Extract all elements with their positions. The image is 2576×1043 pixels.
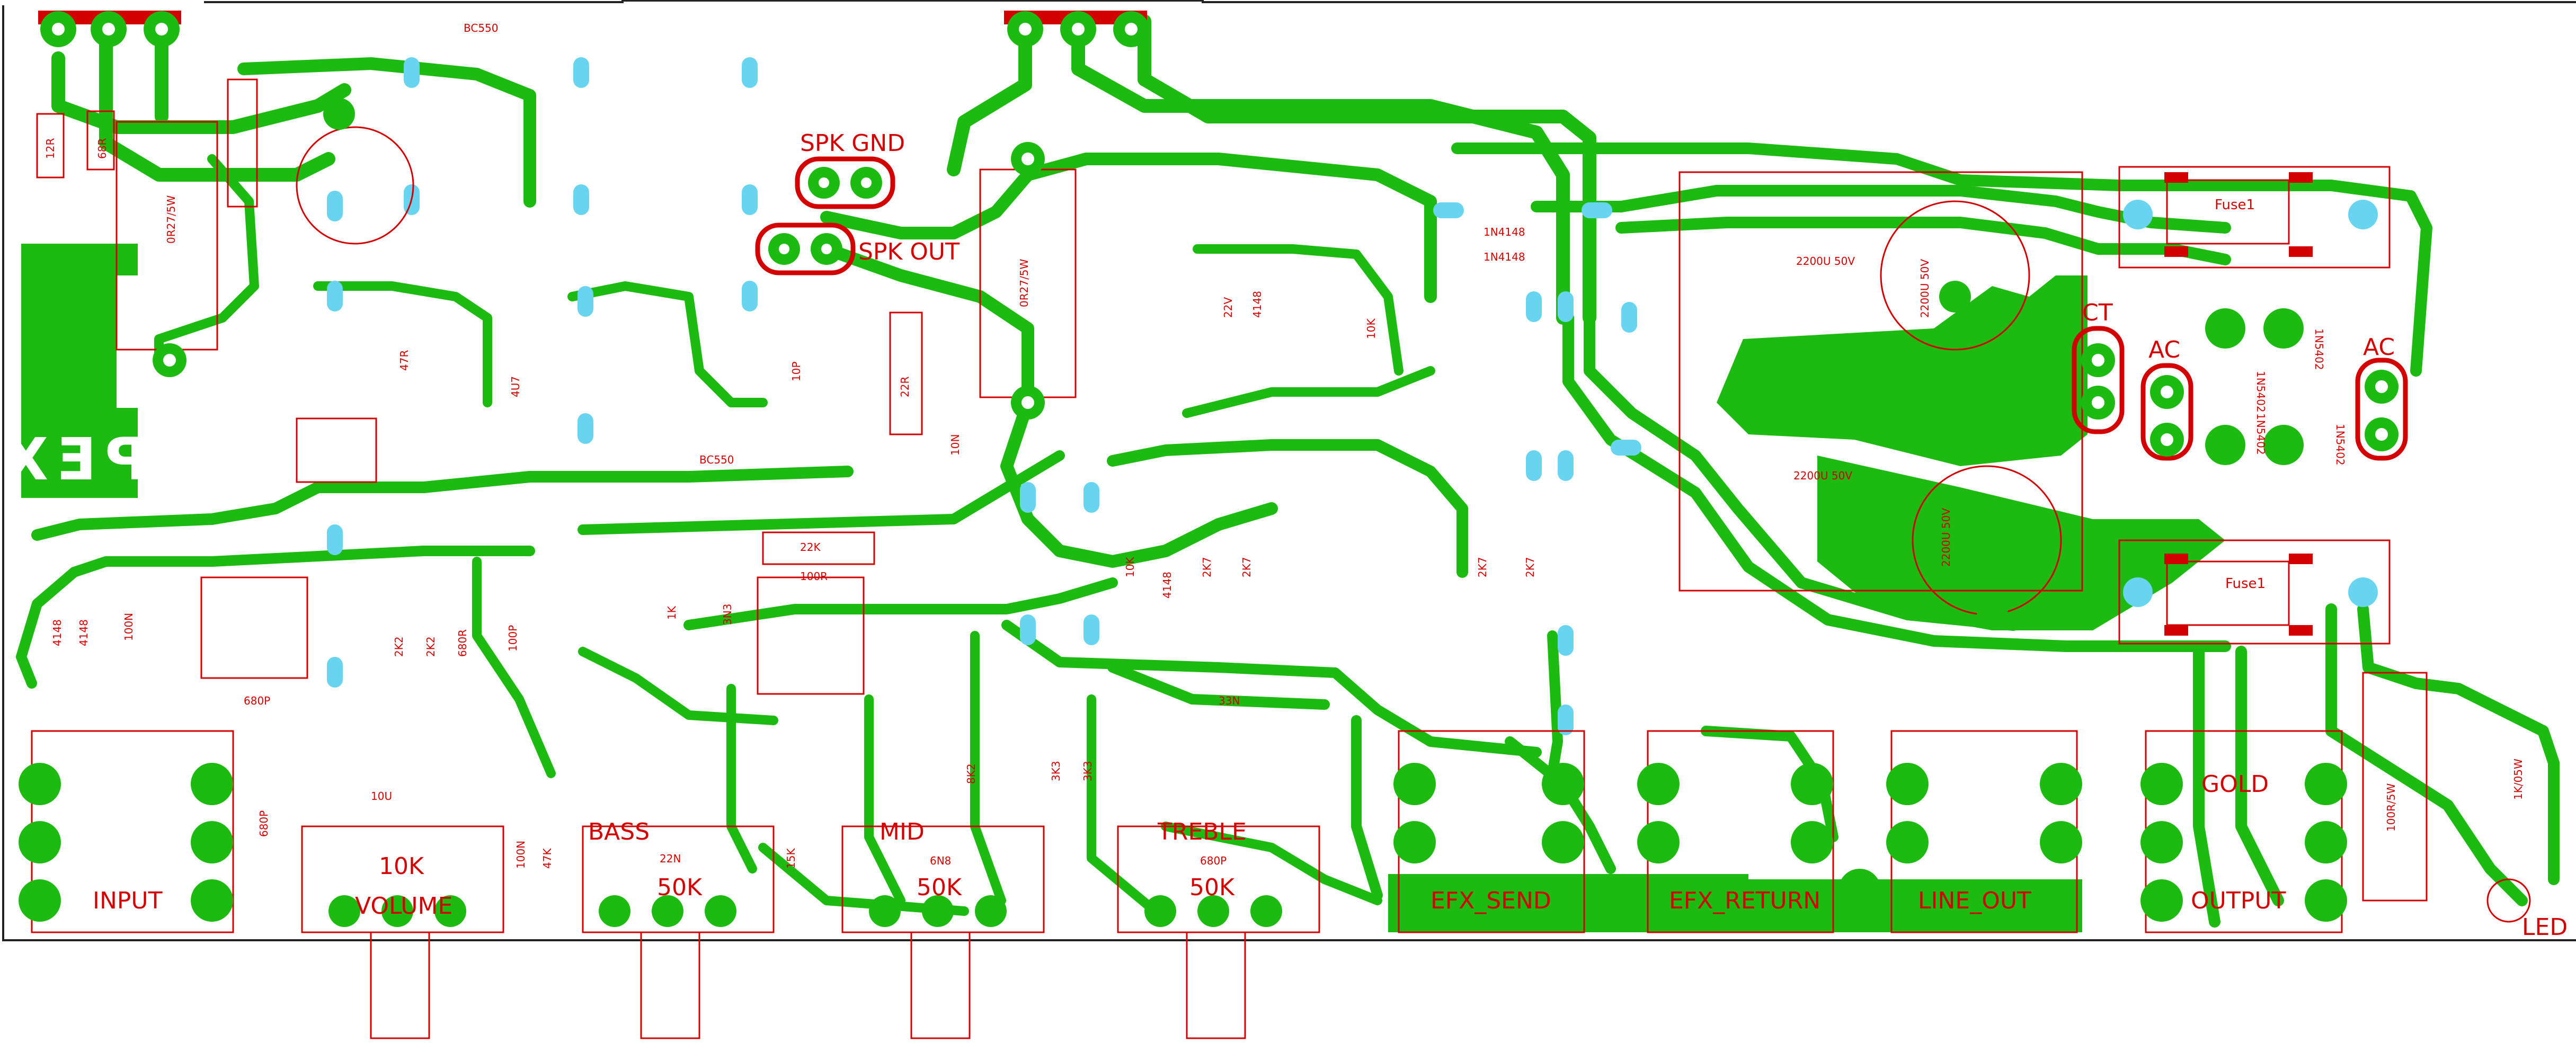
comp-2k7d: 2K7	[1524, 557, 1536, 577]
pot-volume-value: 10K	[379, 853, 424, 880]
label-line-out: LINE_OUT	[1918, 887, 2031, 914]
label-spk-out: SPK OUT	[858, 238, 960, 265]
comp-10k: 10K	[1365, 318, 1378, 339]
comp-22v: 22V	[1222, 297, 1234, 318]
comp-47r: 47R	[398, 350, 411, 371]
comp-cap1: 2200U 50V	[1796, 255, 1855, 268]
comp-0r27: 0R27/5W	[165, 195, 177, 244]
comp-1n4148b: 1N4148	[1484, 251, 1525, 263]
label-volume: VOLUME	[355, 893, 452, 920]
comp-22k: 22K	[800, 541, 821, 554]
comp-10u: 10U	[371, 790, 392, 803]
top-connectors	[38, 11, 1149, 47]
comp-cap3: 2200U 50V	[1793, 469, 1852, 482]
label-bass: BASS	[588, 818, 650, 845]
vias	[327, 57, 2378, 735]
copper-pours	[21, 244, 2225, 932]
component-values: 12R 68R 0R27/5W 0R27/5W BC550 BC550 22N …	[44, 22, 2525, 869]
pot-bass-value: 50K	[657, 874, 703, 901]
label-ac-left: AC	[2148, 336, 2180, 363]
comp-3n3: 3N3	[721, 604, 734, 625]
comp-15k: 15K	[785, 848, 797, 869]
comp-3k3: 3K3	[1050, 761, 1062, 781]
label-efx-send: EFX_SEND	[1431, 887, 1551, 914]
comp-22n: 22N	[660, 852, 681, 865]
comp-br4: 1N5402	[2334, 424, 2347, 466]
comp-22r: 22R	[899, 377, 911, 397]
pot-treble-value: 50K	[1189, 874, 1235, 901]
comp-2k2b: 2K2	[424, 636, 437, 657]
label-spk-gnd: SPK GND	[800, 130, 905, 157]
comp-100n: 100N	[122, 613, 135, 641]
label-ct: CT	[2082, 299, 2113, 326]
comp-12r: 12R	[44, 138, 57, 159]
comp-2k2: 2K2	[393, 636, 405, 657]
board-outline	[2, 0, 2576, 941]
comp-4148c: 4148	[51, 619, 64, 646]
comp-br1: 1N5402	[2254, 371, 2267, 413]
comp-2k7: 2K7	[1201, 557, 1213, 577]
label-mid: MID	[880, 818, 925, 845]
label-efx-return: EFX_RETURN	[1669, 887, 1820, 914]
comp-br2: 1N5402	[2313, 328, 2325, 370]
comp-68r: 68R	[96, 138, 109, 159]
comp-10p: 10P	[790, 361, 803, 381]
comp-bc550: BC550	[464, 22, 499, 34]
comp-100r5w: 100R/5W	[2385, 783, 2397, 832]
comp-680p-b: 680P	[244, 694, 270, 707]
comp-10kb: 10K	[1124, 557, 1136, 577]
comp-4148b: 4148	[1161, 572, 1174, 599]
logo-text: APEX	[0, 425, 201, 493]
comp-cap4: 2200U 50V	[1940, 508, 1952, 567]
comp-100r: 100R	[800, 570, 828, 583]
comp-br3: 1N5402	[2254, 413, 2267, 455]
label-input: INPUT	[93, 887, 163, 914]
comp-1k05w: 1K/05W	[2512, 759, 2525, 800]
comp-680p: 680P	[1200, 854, 1227, 867]
copper-traces	[16, 14, 2560, 928]
comp-bc550b: BC550	[699, 453, 734, 466]
label-led: LED	[2522, 914, 2568, 941]
comp-cap2: 2200U 50V	[1918, 259, 1931, 318]
comp-0r27b: 0R27/5W	[1018, 258, 1031, 307]
comp-47k: 47K	[541, 848, 554, 869]
comp-33n: 33N	[1219, 694, 1240, 707]
comp-4148d: 4148	[77, 619, 90, 646]
component-footprints	[36, 78, 2428, 902]
label-fuse-top: Fuse1	[2215, 197, 2255, 213]
comp-100n-b: 100N	[514, 841, 527, 869]
comp-4148: 4148	[1251, 291, 1264, 318]
comp-8k2: 8K2	[965, 763, 978, 784]
comp-680p-c: 680P	[257, 810, 270, 837]
label-ac-right: AC	[2363, 334, 2395, 361]
comp-4u7: 4U7	[509, 376, 522, 397]
comp-6n8: 6N8	[930, 854, 951, 867]
label-gold: GOLD	[2201, 771, 2269, 798]
comp-3k3b: 3K3	[1081, 761, 1094, 781]
label-output: OUTPUT	[2191, 887, 2286, 914]
comp-1n4148: 1N4148	[1484, 226, 1525, 238]
apex-logo: APEX	[0, 425, 201, 493]
comp-1k: 1K	[665, 605, 678, 620]
comp-2k7b: 2K7	[1240, 557, 1253, 577]
bottom-jacks	[19, 730, 2531, 1039]
comp-680r: 680R	[456, 629, 469, 657]
comp-2k7c: 2K7	[1476, 557, 1489, 577]
pot-mid-value: 50K	[917, 874, 962, 901]
label-treble: TREBLE	[1157, 818, 1247, 845]
comp-100p: 100P	[507, 625, 519, 652]
comp-10n: 10N	[949, 434, 962, 456]
label-fuse-bottom: Fuse1	[2225, 576, 2266, 592]
silkscreen-labels: SPK GND SPK OUT CT AC AC LED INPUT VOLUM…	[93, 130, 2568, 941]
